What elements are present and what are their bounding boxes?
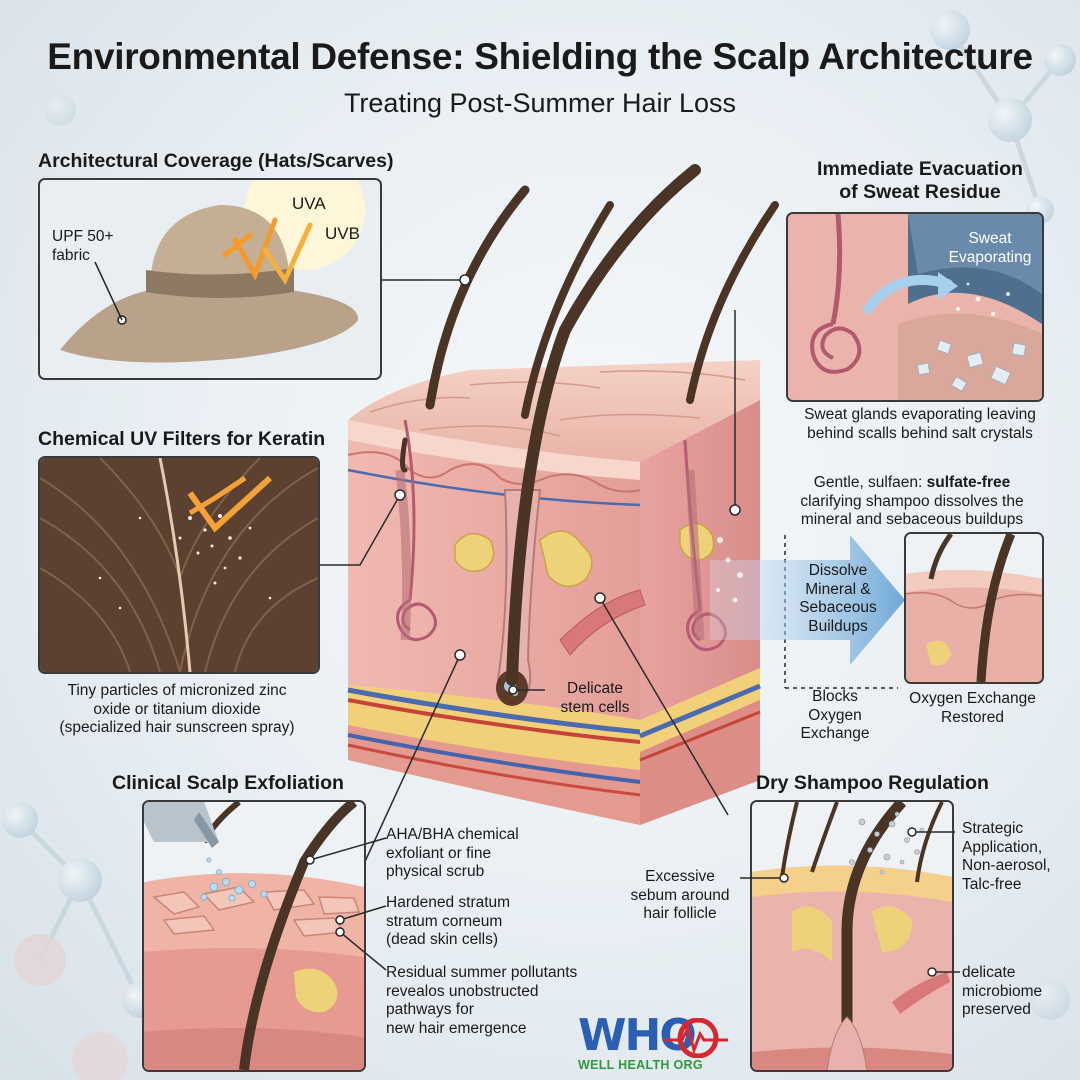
exfoliation-illustration [144,802,364,1070]
page-subtitle: Treating Post-Summer Hair Loss [343,88,737,118]
upf-fabric-label: UPF 50+ fabric [52,228,114,264]
coverage-panel: UPF 50+ fabric UVA UVB [38,178,382,380]
dry-shampoo-leaders [740,827,960,977]
exfoliation-heading: Clinical Scalp Exfoliation [112,772,344,794]
excessive-sebum-label: Excessive sebum around hair follicle [630,868,730,923]
dissolve-arrow [710,535,905,665]
pollutants-label: Residual summer pollutants revealos unob… [386,964,578,1037]
coverage-heading: Architectural Coverage (Hats/Scarves) [38,150,394,172]
clarifying-caption-rest: clarifying shampoo dissolves the mineral… [800,492,1024,529]
page-title: Environmental Defense: Shielding the Sca… [47,36,1033,77]
hair-shafts [400,164,779,686]
well-health-logo: WHO WELL HEALTH ORG [578,1014,748,1076]
blocks-oxygen-label: Blocks Oxygen Exchange [800,688,870,743]
logo-text: WELL HEALTH ORG [578,1058,703,1072]
dissolve-arrow-label: Dissolve Mineral & Sebaceous Buildups [799,562,877,635]
stem-cells-label: Delicate stem cells [560,680,630,716]
hair-spray-illustration [40,458,318,672]
clarifying-caption-plain: Gentle, sulfaen: [813,474,927,491]
dry-shampoo-illustration [752,802,952,1070]
sweat-panel: Sweat Evaporating [786,212,1044,402]
stratum-corneum-label: Hardened stratum stratum corneum (dead s… [386,894,511,949]
hat-illustration [40,180,380,378]
exfoliation-leaders [305,837,387,971]
clarifying-caption-bold: sulfate-free [926,474,1011,491]
sweat-caption: Sweat glands evaporating leaving behind … [804,406,1036,442]
dry-shampoo-heading: Dry Shampoo Regulation [756,772,989,794]
skin-block [347,360,761,825]
microbiome-label: delicate microbiome preserved [962,964,1043,1019]
uv-filters-caption: Tiny particles of micronized zinc oxide … [59,682,295,737]
oxygen-restored-label: Oxygen Exchange Restored [909,690,1036,726]
background-molecules [2,10,1076,1080]
sweat-evaporating-label: Sweat Evaporating [948,230,1032,266]
heartbeat-icon [664,1018,728,1058]
sweat-heading: Immediate Evacuation of Sweat Residue [817,158,1023,203]
oxygen-restored-panel [904,532,1044,684]
uv-filters-heading: Chemical UV Filters for Keratin [38,428,326,450]
uvb-label: UVB [325,224,360,243]
logo-mark: WHO [578,1010,697,1061]
uva-label: UVA [292,194,326,213]
restored-follicle-illustration [906,534,1042,682]
dry-shampoo-panel [750,800,954,1072]
exfoliation-panel [142,800,366,1072]
sweat-illustration [788,214,1042,400]
uv-filters-panel [38,456,320,674]
exfoliant-label: AHA/BHA chemical exfoliant or fine physi… [386,826,519,881]
strategic-application-label: Strategic Application, Non-aerosol, Talc… [962,820,1051,893]
